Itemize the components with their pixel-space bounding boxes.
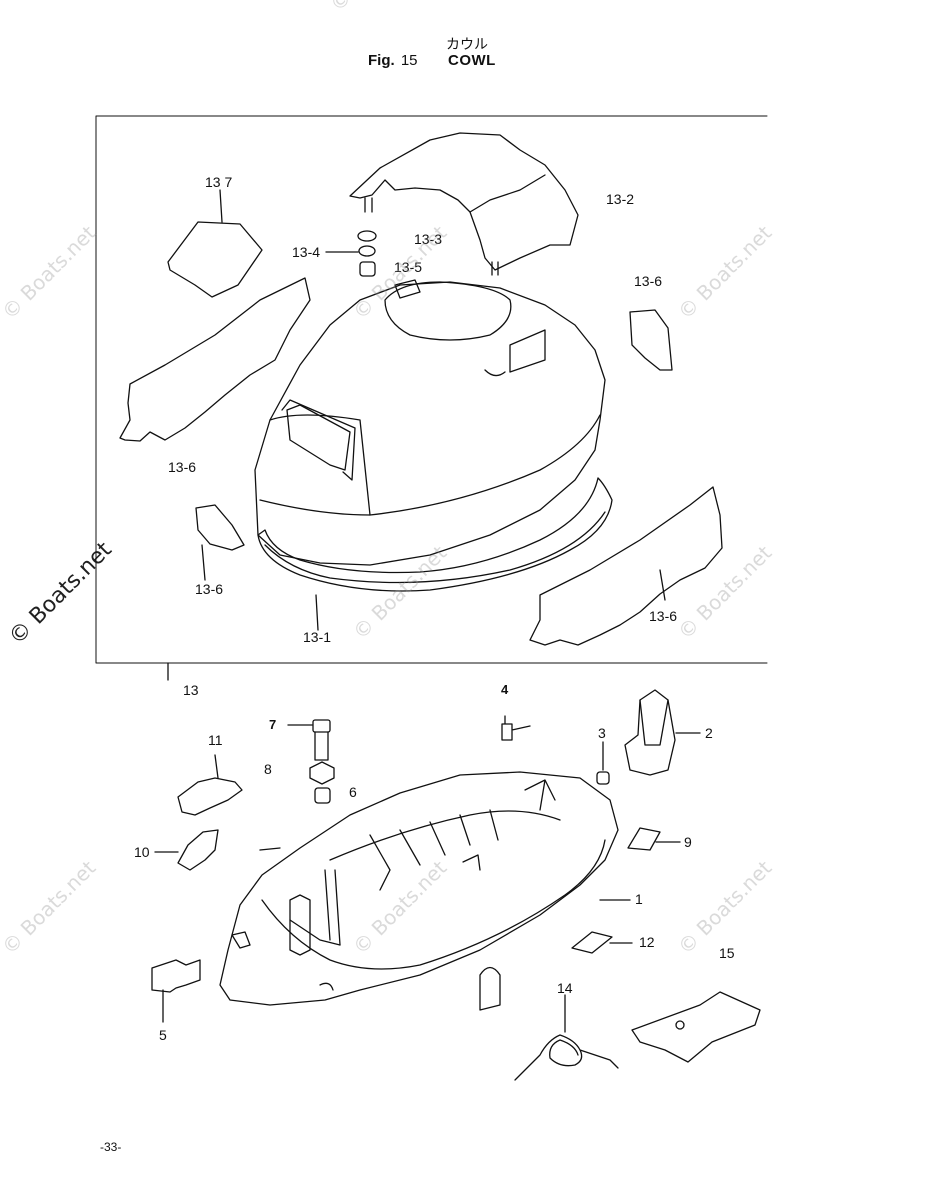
cowl-seal-part [257,477,613,592]
label-12 [571,931,613,954]
callout-2: 2 [705,725,713,741]
callout-13-7: 13 7 [205,174,233,190]
nut-part [309,761,335,785]
callout-13-6-small: 13-6 [195,581,224,597]
bracket-part [624,689,676,776]
bottom-cowl-part [219,771,619,1006]
fig-number: 15 [400,52,418,69]
callout-13-2: 13-2 [606,191,635,207]
callout-11: 11 [208,732,223,748]
decal-11 [177,777,243,816]
washer-part [357,230,377,242]
callout-3: 3 [598,725,606,741]
bolt-part [312,719,331,733]
callout-7: 7 [269,717,277,732]
screw-part [501,715,531,741]
top-cowl-part [254,281,606,566]
page-number: -33- [100,1140,122,1154]
grommet-part [359,261,376,277]
callout-13-6-lower-right: 13-6 [649,608,678,624]
assembly-frame [95,115,768,664]
callout-13-3: 13-3 [414,231,443,247]
title-english: COWL [448,52,496,69]
callout-14: 14 [557,980,573,996]
small-decal-right [629,309,673,371]
callout-13: 13 [183,682,199,698]
spring-part [514,1034,619,1081]
label-sticker [167,221,263,298]
pad-part [631,991,761,1063]
switch-part [151,959,201,993]
callout-13-6-left: 13-6 [168,459,197,475]
left-decal [119,277,311,442]
callout-10: 10 [134,844,150,860]
title-japanese: カウル [446,37,488,53]
decal-10 [177,829,219,871]
callout-9: 9 [684,834,692,850]
small-collar-part [596,771,610,785]
small-decal-left [195,504,245,551]
callout-12: 12 [639,934,655,950]
callout-13-4: 13-4 [292,244,321,260]
top-cover-part [349,132,579,271]
callout-13-1: 13-1 [303,629,332,645]
fig-label-text: Fig. [368,52,395,69]
callout-15: 15 [719,945,735,961]
callout-1: 1 [635,891,643,907]
collar-part [314,787,331,804]
callout-8: 8 [264,761,272,777]
figure-label: Fig. 15 [368,52,418,69]
callout-13-5: 13-5 [394,259,423,275]
right-decal [529,486,723,646]
callout-6: 6 [349,784,357,800]
label-9 [627,827,661,851]
callout-13-6-right: 13-6 [634,273,663,289]
callout-4: 4 [501,682,509,697]
callout-5: 5 [159,1027,167,1043]
